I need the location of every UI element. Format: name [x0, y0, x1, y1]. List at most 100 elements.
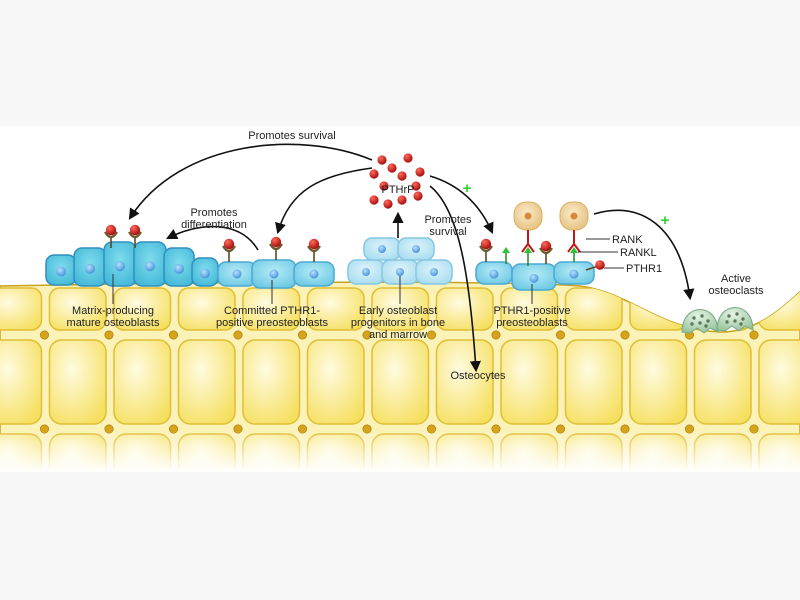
label-osteoclasts-2: osteoclasts — [708, 285, 764, 297]
pthrp-ligand — [308, 238, 320, 250]
arrow-pthrp-to-pthr1-positive — [429, 175, 494, 235]
pthrp-molecule — [413, 191, 423, 201]
pthr1-cup — [222, 245, 236, 253]
pthrp-molecule — [377, 155, 387, 165]
pthrp-ligand — [540, 240, 552, 252]
label-committed-1: Committed PTHR1- — [224, 305, 320, 317]
osteocyte-dot — [362, 330, 372, 340]
pthr1-cup — [479, 245, 493, 253]
rankl-head — [570, 247, 578, 253]
active-osteoclast — [716, 307, 754, 332]
osteoclast-nucleus — [692, 316, 696, 320]
nucleus — [56, 266, 66, 277]
label-committed-2: positive preosteoblasts — [216, 317, 328, 329]
pthrp-molecule — [387, 163, 397, 173]
pthrp-ligand — [480, 238, 492, 250]
nucleus — [378, 245, 386, 253]
arrow-to-osteocytes — [429, 185, 481, 373]
rank-receptor — [567, 230, 581, 253]
rankl-head — [524, 247, 532, 253]
pthrp-molecule — [397, 171, 407, 181]
bone-lacuna — [435, 287, 494, 331]
osteoclast-nucleus — [725, 320, 729, 324]
nucleus — [269, 269, 279, 279]
bone-lacuna — [306, 287, 365, 331]
bone-lacuna — [113, 287, 172, 331]
label-promotes-survival-top: Promotes survival — [248, 130, 335, 142]
nucleus — [529, 273, 539, 283]
label-promotes-survival-mid-2: survival — [429, 226, 466, 238]
label-pthr1pos-2: preosteoblasts — [496, 317, 568, 329]
osteoclast-nucleus — [739, 322, 743, 326]
label-pthr1: PTHR1 — [626, 263, 662, 275]
rank-receptor — [521, 230, 535, 253]
nucleus — [362, 268, 370, 276]
osteoclast-nucleus — [690, 322, 694, 326]
pthrp-ligand — [595, 260, 605, 270]
bone-lacuna — [0, 287, 43, 331]
osteocyte-dot — [555, 330, 565, 340]
label-promotes-differentiation-2: differentiation — [181, 219, 247, 231]
bone-lacuna — [242, 339, 301, 425]
pthrp-ligand — [270, 236, 282, 248]
bone-lacuna — [435, 339, 494, 425]
pthr1-cup — [104, 231, 118, 239]
rankl-head — [502, 247, 510, 253]
nucleus — [232, 269, 242, 279]
cell-layer — [45, 153, 754, 334]
label-mature-2: mature osteoblasts — [67, 317, 160, 329]
arrow-differentiation — [165, 225, 259, 251]
osteocyte-dot — [169, 330, 179, 340]
nucleus — [174, 263, 184, 274]
nucleus — [200, 268, 210, 279]
label-osteoclasts-1: Active — [721, 273, 751, 285]
osteocyte-dot — [104, 330, 114, 340]
pthrp-molecule — [397, 195, 407, 205]
bone-lacuna — [564, 339, 623, 425]
osteocyte-dot — [620, 330, 630, 340]
osteoclast-nucleus — [704, 324, 708, 328]
bone-lacuna — [113, 339, 172, 425]
pthr1-cup — [269, 243, 283, 251]
bone-lacuna — [306, 339, 365, 425]
pthrp-ligand — [223, 238, 235, 250]
pthr1-cup — [307, 245, 321, 253]
bone-lacuna — [371, 339, 430, 425]
label-rankl: RANKL — [620, 247, 657, 259]
label-mature-1: Matrix-producing — [72, 305, 154, 317]
osteocyte-dot — [297, 330, 307, 340]
active-osteoclast — [681, 309, 719, 334]
plus-sign-2: + — [661, 212, 670, 229]
nucleus — [115, 261, 125, 272]
label-pthr1pos-1: PTHR1-positive — [493, 305, 570, 317]
arrow-survival-to-committed — [275, 167, 373, 235]
diagram-canvas: Promotes survival Promotes differentiati… — [0, 130, 800, 472]
osteoclast-nucleus — [727, 314, 731, 318]
bone-lacuna — [48, 339, 107, 425]
osteoclast-nucleus — [735, 312, 739, 316]
bone-lacuna — [48, 287, 107, 331]
osteoclast-nucleus — [698, 321, 702, 325]
label-early-3: and marrow — [369, 329, 427, 341]
pthrp-molecule — [415, 167, 425, 177]
label-promotes-differentiation-1: Promotes — [190, 207, 238, 219]
nucleus — [85, 263, 95, 274]
nucleus — [145, 261, 155, 272]
pthrp-ligand — [129, 224, 141, 236]
label-early-1: Early osteoblast — [359, 305, 437, 317]
bone-lacuna — [693, 339, 752, 425]
bone-lacuna — [0, 339, 43, 425]
bone-lacuna — [177, 287, 236, 331]
pthrp-ligand — [105, 224, 117, 236]
pthrp-molecule — [369, 195, 379, 205]
pthr1-cup — [539, 247, 553, 255]
nucleus — [412, 245, 420, 253]
bone-lacuna — [177, 339, 236, 425]
bone-lacuna — [629, 339, 688, 425]
label-osteocytes: Osteocytes — [450, 370, 506, 382]
pthrp-molecule — [403, 153, 413, 163]
bone-lacuna — [500, 339, 559, 425]
arrow-survival-to-mature — [128, 143, 373, 220]
pthrp-diagram: Promotes survival Promotes differentiati… — [0, 126, 800, 472]
pthrp-molecule — [379, 181, 389, 191]
